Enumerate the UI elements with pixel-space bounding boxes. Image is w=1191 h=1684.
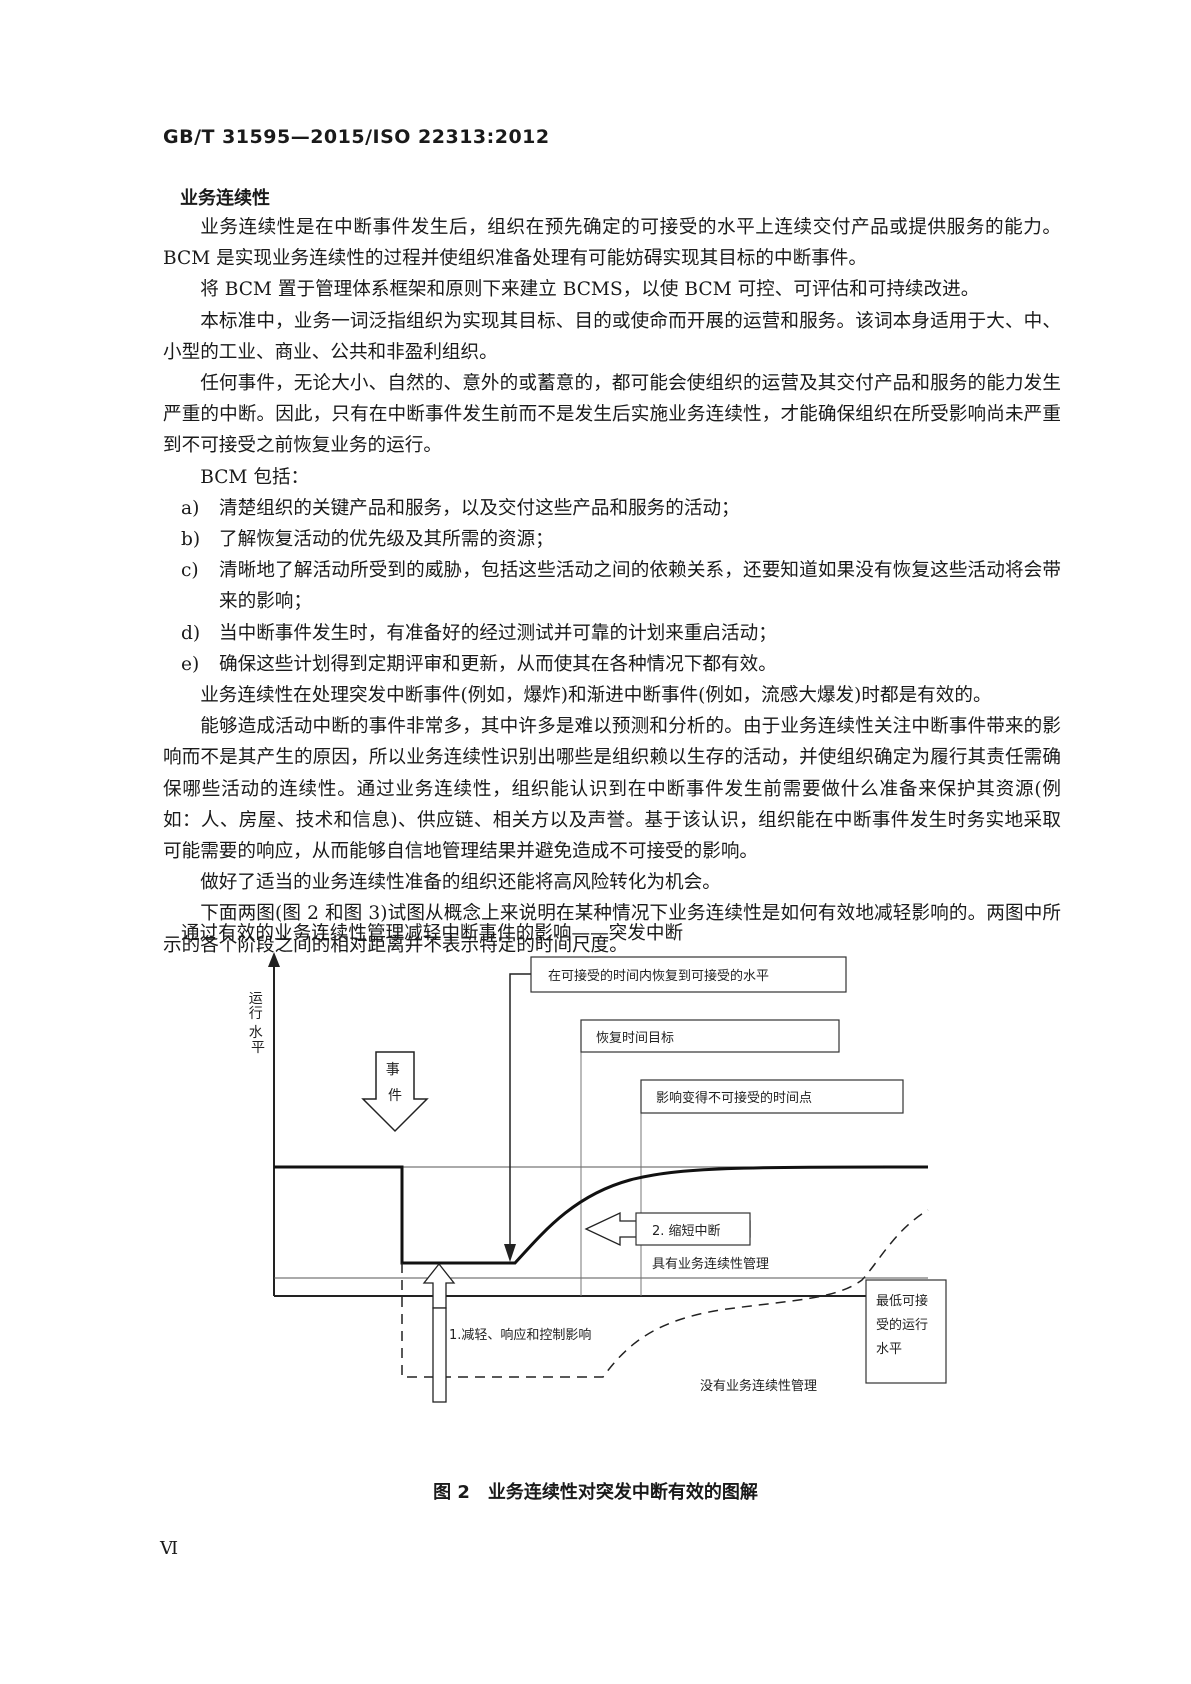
box-recover-in-time [530,956,847,993]
list-item: c)清晰地了解活动所受到的威胁，包括这些活动之间的依赖关系，还要知道如果没有恢复… [181,560,1061,613]
min-level-box [865,1279,947,1384]
recover-pointer-arrow [504,1244,516,1262]
shorten-label-box [635,1212,751,1246]
mitigate-label-box [432,1307,447,1403]
without-bcm-label: 没有业务连续性管理 [700,1378,817,1394]
box-unacceptable-label: 影响变得不可接受的时间点 [656,1090,812,1106]
recover-pointer-line [509,973,531,1245]
box-rto [580,1019,840,1053]
event-label: 事 件 [386,1062,404,1104]
box-rto-label: 恢复时间目标 [596,1031,674,1046]
page-number: Ⅵ [160,1538,179,1559]
paragraph: 本标准中，业务一词泛指组织为实现其目标、目的或使命而开展的运营和服务。该词本身适… [163,310,1061,363]
paragraph: 将 BCM 置于管理体系框架和原则下来建立 BCMS，以使 BCM 可控、可评估… [200,279,980,301]
min-level-label: 最低可接 受的运行 水平 [876,1293,932,1357]
list-item: a)清楚组织的关键产品和服务，以及交付这些产品和服务的活动； [181,497,740,519]
y-axis-label: 运 行 水 平 [249,991,267,1056]
paragraph: 业务连续性是在中断事件发生后，组织在预先确定的可接受的水平上连续交付产品或提供服… [163,217,1061,270]
list-item: d)当中断事件发生时，有准备好的经过测试并可靠的计划来重启活动； [181,622,777,644]
mitigate-label: 1.减轻、响应和控制影响 [449,1327,591,1343]
paragraph: 业务连续性在处理突发中断事件(例如，爆炸)和渐进中断事件(例如，流感大爆发)时都… [200,685,992,707]
paragraph: 下面两图(图 2 和图 3)试图从概念上来说明在某种情况下业务连续性是如何有效地… [163,903,1061,956]
document-header: GB/T 31595—2015/ISO 22313:2012 [163,126,550,148]
box-unacceptable [640,1079,904,1114]
paragraph: 能够造成活动中断的事件非常多，其中许多是难以预测和分析的。由于业务连续性关注中断… [163,716,1061,863]
body-text: 业务连续性是在中断事件发生后，组织在预先确定的可接受的水平上连续交付产品或提供服… [163,212,1061,961]
with-bcm-curve [274,1165,929,1265]
shorten-label: 2. 缩短中断 [652,1223,721,1239]
figure-caption: 图 2 业务连续性对突发中断有效的图解 [433,1482,758,1503]
section-title: 业务连续性 [180,188,270,209]
with-bcm-label: 具有业务连续性管理 [652,1256,769,1272]
list-item: e)确保这些计划得到定期评审和更新，从而使其在各种情况下都有效。 [181,653,777,675]
y-axis-arrow [268,952,280,967]
paragraph: BCM 包括： [200,466,310,488]
mitigate-arrow-icon [422,1262,456,1309]
paragraph: 做好了适当的业务连续性准备的组织还能将高风险转化为机会。 [200,872,721,894]
figure-intro: 通过有效的业务连续性管理减轻中断事件的影响——突发中断 [181,923,684,944]
list-item: b)了解恢复活动的优先级及其所需的资源； [181,529,554,551]
box-recover-in-time-label: 在可接受的时间内恢复到可接受的水平 [548,968,769,984]
without-bcm-curve [401,1209,929,1378]
event-arrow-icon [361,1051,429,1133]
paragraph: 任何事件，无论大小、自然的、意外的或蓄意的，都可能会使组织的运营及其交付产品和服… [163,373,1061,457]
